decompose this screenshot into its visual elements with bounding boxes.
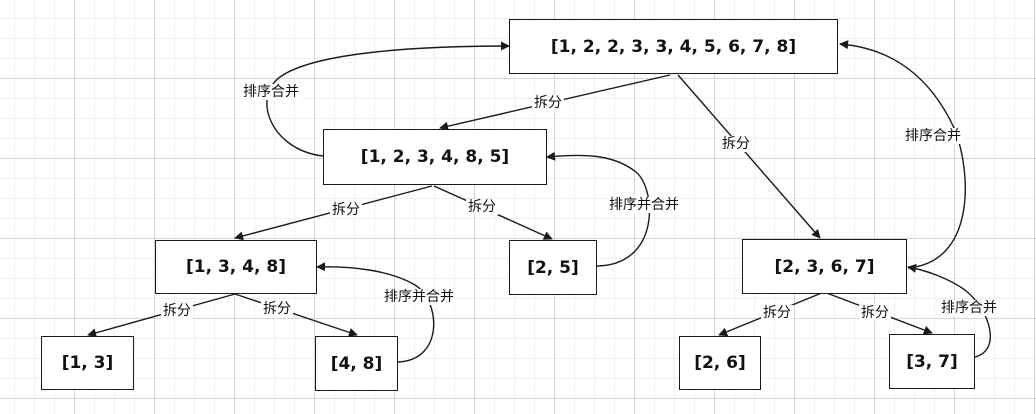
split-label: 拆分 [761, 305, 793, 321]
merge-curve-right-root [839, 40, 966, 269]
merge-curve-left-root [266, 41, 510, 157]
merge-curve-leaf37-right [907, 263, 991, 358]
node-leaf-3-7: [3, 7] [889, 334, 975, 389]
sort-merge-label: 排序合并 [241, 84, 301, 100]
split-label: 拆分 [261, 301, 293, 317]
node-leaf-2-6: [2, 6] [679, 336, 761, 390]
merge-curve-leftright-left [546, 151, 651, 267]
split-label: 拆分 [859, 305, 891, 321]
sort-merge-label: 排序合并 [903, 128, 963, 144]
split-label: 拆分 [330, 202, 362, 218]
sort-merge-alt-label: 排序并合并 [607, 197, 681, 213]
split-edge-leftleft-leaf48 [234, 293, 358, 337]
split-edge-root-right [677, 74, 821, 239]
merge-curve-leaf48-leftleft [316, 262, 435, 363]
node-left-left-array: [1, 3, 4, 8] [155, 240, 317, 294]
node-left-right-array: [2, 5] [509, 240, 597, 295]
sort-merge-label: 排序合并 [939, 300, 999, 316]
node-leaf-4-8: [4, 8] [315, 336, 398, 391]
split-label: 拆分 [532, 95, 564, 111]
split-label: 拆分 [466, 199, 498, 215]
split-label: 拆分 [161, 303, 193, 319]
node-left-array: [1, 2, 3, 4, 8, 5] [323, 129, 547, 185]
sort-merge-alt-label: 排序并合并 [382, 289, 456, 305]
node-right-array: [2, 3, 6, 7] [742, 239, 907, 294]
node-root-array: [1, 2, 2, 3, 3, 4, 5, 6, 7, 8] [509, 19, 838, 74]
node-leaf-1-3: [1, 3] [41, 336, 134, 390]
split-label: 拆分 [720, 136, 752, 152]
